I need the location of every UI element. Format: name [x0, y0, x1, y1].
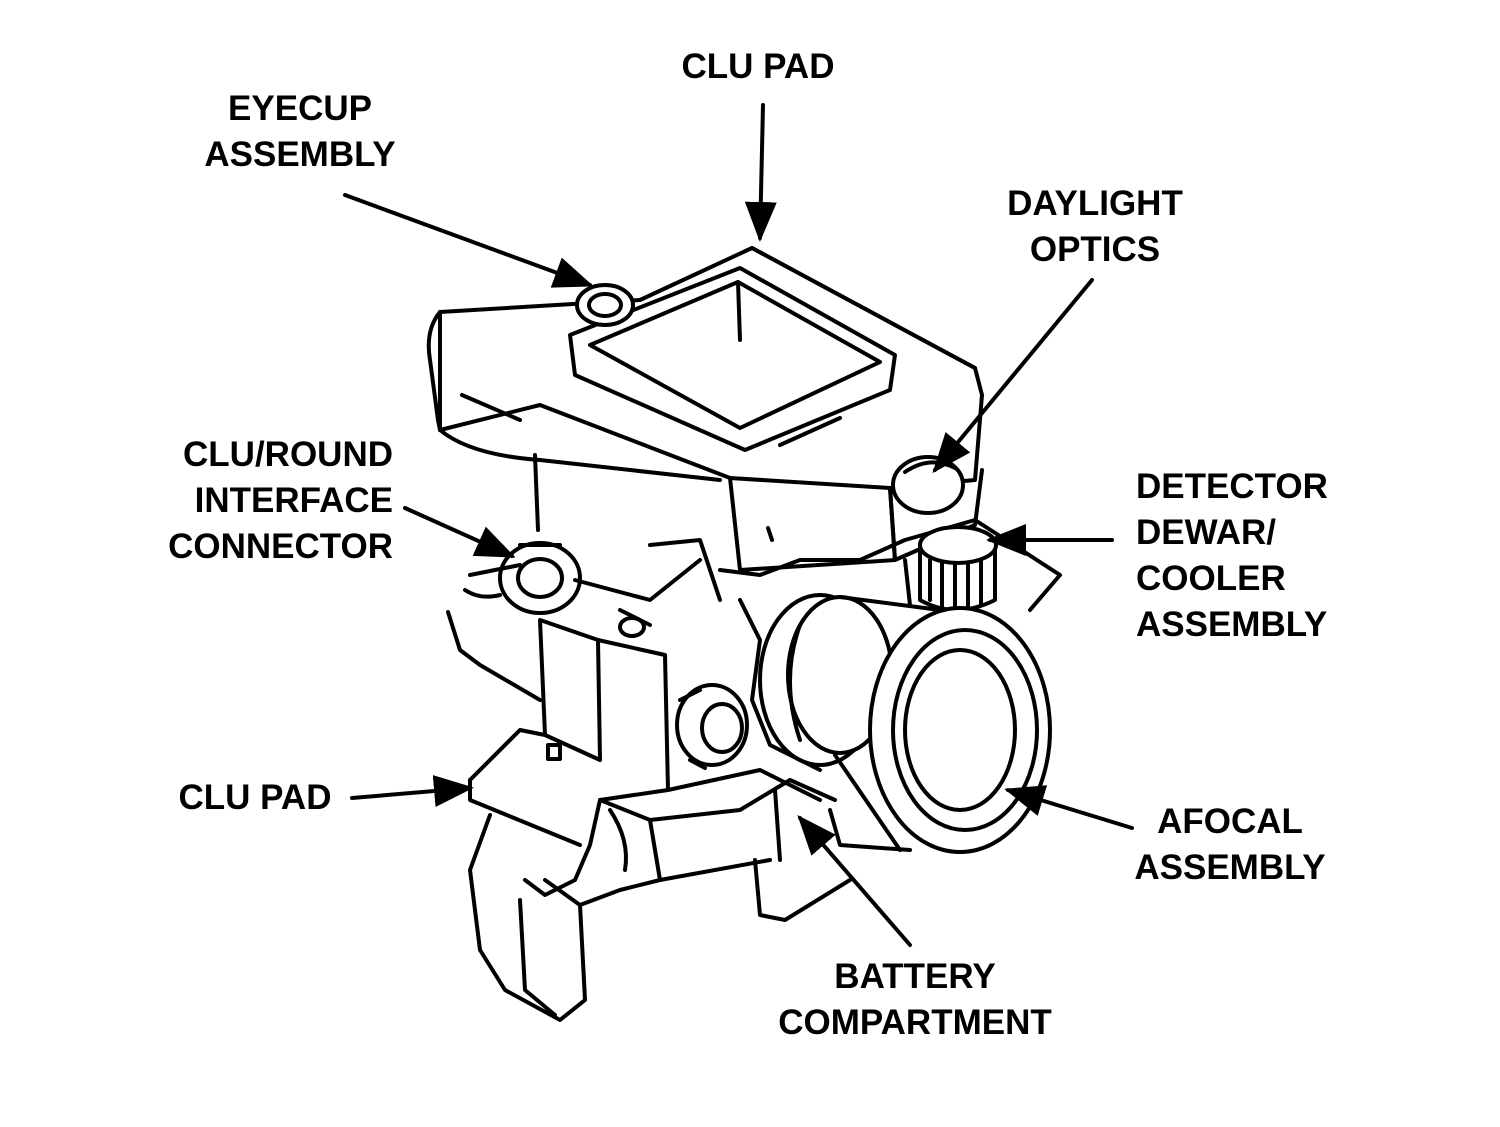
label-eyecup-assembly: EYECUP ASSEMBLY — [204, 89, 396, 174]
label-daylight-optics: DAYLIGHT OPTICS — [1007, 184, 1183, 269]
label-battery-compartment: BATTERY COMPARTMENT — [778, 957, 1052, 1042]
left-post — [533, 453, 670, 802]
label-clu-pad-bottom: CLU PAD — [178, 778, 332, 817]
label-afocal-assembly: AFOCAL ASSEMBLY — [1134, 802, 1326, 887]
label-clu-pad-top: CLU PAD — [681, 47, 835, 86]
label-clu-round-interface-connector: CLU/ROUND INTERFACE CONNECTOR — [168, 435, 393, 566]
connector-body — [446, 538, 722, 702]
afocal-lens — [758, 593, 1052, 854]
middle-body — [666, 518, 1062, 802]
top-housing — [426, 246, 984, 572]
leader-arrows — [343, 103, 1134, 947]
label-detector-dewar-cooler-assembly: DETECTOR DEWAR/ COOLER ASSEMBLY — [1136, 467, 1328, 644]
